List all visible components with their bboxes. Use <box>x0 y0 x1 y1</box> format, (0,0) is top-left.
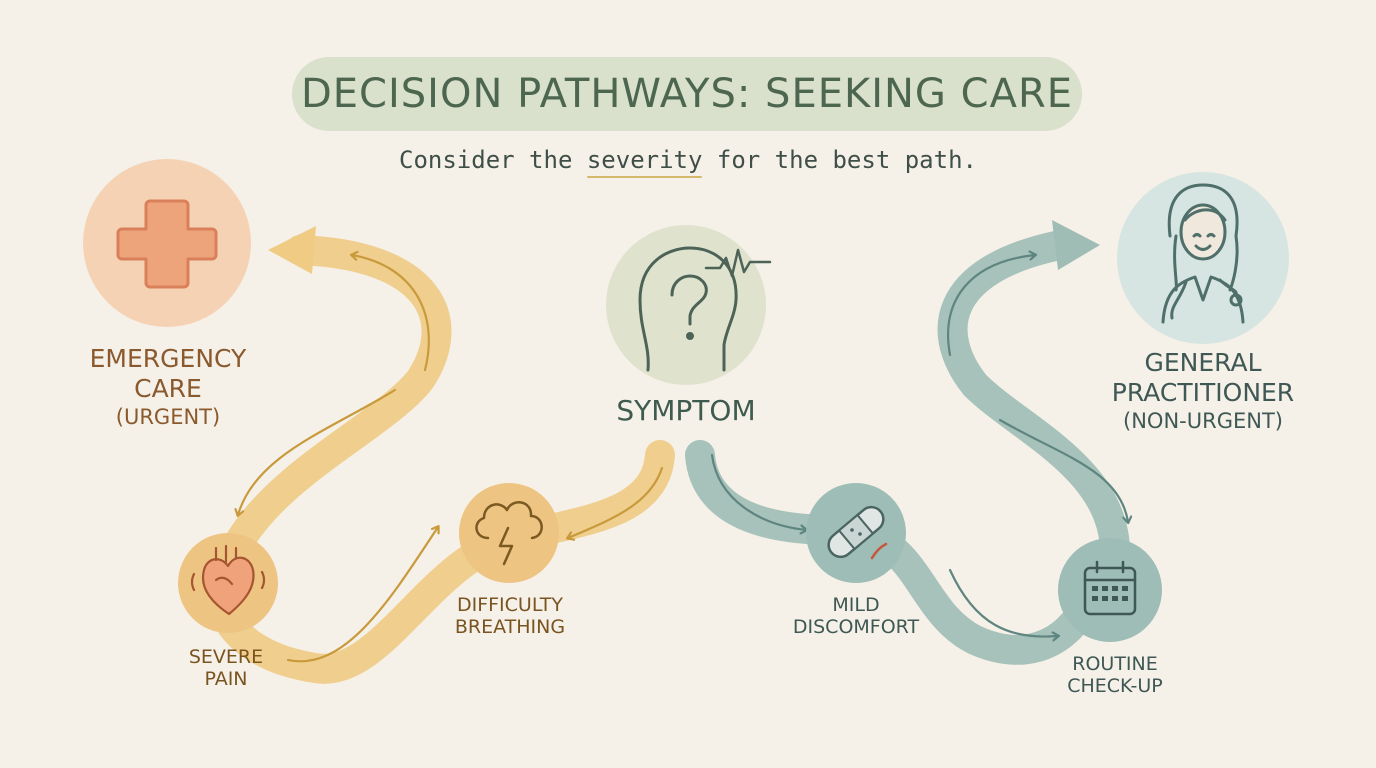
heart-icon <box>190 544 266 616</box>
severe-pain-label: SEVERE PAIN <box>188 646 264 691</box>
urgent-arrow-symptom-to-breathing <box>568 466 664 538</box>
symptom-label: SYMPTOM <box>616 394 756 427</box>
routine-arrow-symptom-to-discomfort <box>710 453 806 530</box>
symptom-node <box>606 225 772 385</box>
difficulty-breathing-label: DIFFICULTY BREATHING <box>454 594 566 639</box>
page-title: DECISION PATHWAYS: SEEKING CARE <box>300 71 1074 117</box>
subtitle-highlight: severity <box>586 146 703 174</box>
emergency-care-label: EMERGENCY CARE (URGENT) <box>89 344 247 429</box>
bandage-icon <box>827 505 888 560</box>
urgent-arrow-breathing-return <box>286 527 438 663</box>
mild-discomfort-label: MILD DISCOMFORT <box>792 594 920 639</box>
difficulty-breathing-node <box>459 483 559 583</box>
subtitle-after: for the best path. <box>702 146 977 174</box>
routine-checkup-label: ROUTINE CHECK-UP <box>1067 653 1163 698</box>
severe-pain-node <box>178 533 278 633</box>
urgent-arrowhead-big <box>268 226 316 274</box>
routine-arrow-upward <box>947 255 1035 357</box>
subtitle-before: Consider the <box>399 146 587 174</box>
urgent-pathway <box>213 226 675 684</box>
general-practitioner-label: GENERAL PRACTITIONER (NON-URGENT) <box>1111 348 1295 433</box>
title-banner: DECISION PATHWAYS: SEEKING CARE <box>292 57 1082 131</box>
emergency-care-node <box>83 159 251 327</box>
doctor-icon <box>1161 183 1245 324</box>
medical-cross-icon <box>116 199 218 289</box>
routine-path-band-upper <box>937 230 1131 575</box>
routine-pathway <box>685 220 1131 665</box>
mild-discomfort-node <box>806 483 906 583</box>
urgent-arrow-upward <box>352 255 430 372</box>
routine-arrow-down-to-checkup <box>998 418 1128 522</box>
routine-arrowhead-big <box>1052 220 1100 270</box>
calendar-icon <box>1083 560 1137 616</box>
general-practitioner-node <box>1117 172 1289 344</box>
routine-checkup-node <box>1058 538 1162 642</box>
routine-path-band <box>685 440 1107 665</box>
subtitle: Consider the severity for the best path. <box>0 146 1376 174</box>
urgent-arrow-down-to-pain <box>238 388 397 515</box>
head-question-icon <box>638 246 772 372</box>
urgent-path-band-lower <box>213 440 675 684</box>
routine-arrow-to-checkup <box>948 568 1058 637</box>
storm-cloud-icon <box>475 501 543 566</box>
